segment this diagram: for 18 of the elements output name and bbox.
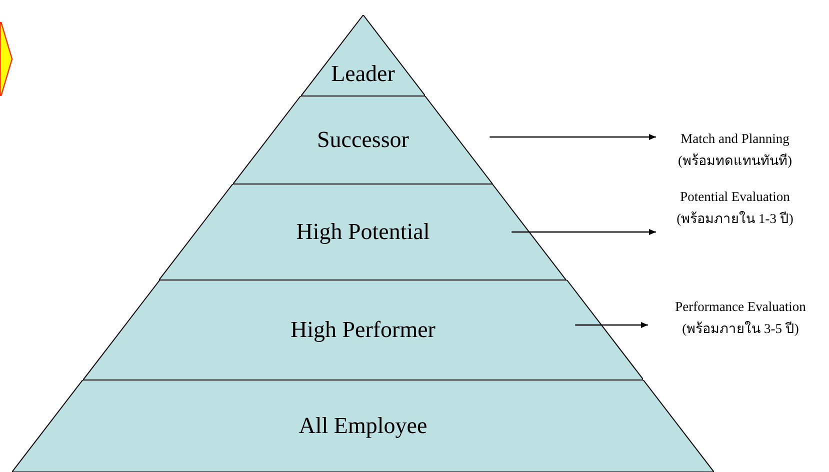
arrow (512, 229, 656, 235)
pyramid-tier (82, 280, 644, 380)
description-text: Match and Planning (680, 130, 790, 148)
tier-label: High Performer (290, 317, 436, 343)
arrow (490, 134, 656, 140)
description-text: Performance Evaluation (675, 298, 806, 316)
pyramid-tier (159, 184, 567, 280)
description-text: (พร้อมภายใน 1-3 ปี) (676, 210, 794, 228)
arrow (575, 322, 648, 328)
pyramid-tier (12, 380, 714, 472)
tier-label: High Potential (296, 219, 430, 245)
description-text: (พร้อมภายใน 3-5 ปี) (682, 320, 799, 338)
description-text: (พร้อมทดแทนทันที) (678, 152, 792, 170)
hexagon-shape (0, 22, 13, 96)
tier-label: Leader (331, 60, 395, 86)
tier-label: Successor (316, 127, 409, 153)
tier-label: All Employee (298, 413, 428, 439)
description-text: Potential Evaluation (680, 188, 790, 206)
